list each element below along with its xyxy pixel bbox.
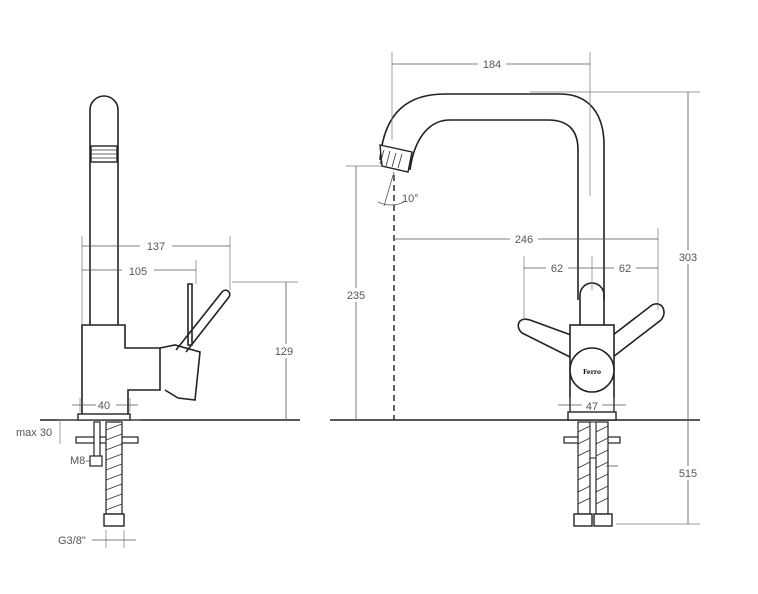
side-body bbox=[81, 324, 161, 417]
front-handle-right bbox=[612, 303, 665, 358]
side-label-g38: G3/8" bbox=[58, 535, 86, 547]
front-dim-246: 246 bbox=[515, 234, 533, 246]
front-base-plate bbox=[567, 411, 617, 421]
side-label-m8: M8 bbox=[70, 455, 85, 467]
side-hose bbox=[105, 421, 123, 515]
front-fitting-left bbox=[573, 513, 593, 527]
front-brand-mark: Ferro bbox=[583, 369, 601, 376]
side-lever bbox=[175, 283, 231, 353]
front-aerator bbox=[379, 144, 413, 173]
front-handle-left bbox=[517, 318, 572, 358]
front-cartridge-cap bbox=[569, 347, 615, 393]
front-hose-left bbox=[577, 421, 591, 515]
front-stud bbox=[589, 421, 597, 459]
front-spout bbox=[379, 93, 605, 300]
side-hose-braid bbox=[105, 423, 123, 511]
front-dim-184: 184 bbox=[483, 59, 501, 71]
side-base-plate bbox=[77, 413, 131, 421]
side-dim-129: 129 bbox=[275, 346, 293, 358]
side-dim-137: 137 bbox=[147, 241, 165, 253]
side-dim-max30: max 30 bbox=[16, 427, 52, 439]
front-fitting-right bbox=[593, 513, 613, 527]
front-view: Ferro 184 303 2 bbox=[330, 52, 702, 527]
side-view: 137 105 129 40 max 30 M8 G3/8" bbox=[16, 95, 300, 548]
front-hose-braid bbox=[577, 425, 609, 505]
front-dim-515: 515 bbox=[679, 468, 697, 480]
front-dim-47: 47 bbox=[586, 401, 598, 413]
side-dim-40: 40 bbox=[98, 400, 110, 412]
side-dim-105: 105 bbox=[129, 266, 147, 278]
side-hose-fitting bbox=[103, 513, 125, 527]
side-spout-tube bbox=[89, 95, 119, 325]
side-stud bbox=[93, 421, 101, 459]
front-dim-62-right: 62 bbox=[619, 263, 631, 275]
side-lever-housing bbox=[159, 344, 201, 401]
front-hose-right bbox=[595, 421, 609, 515]
front-dim-303: 303 bbox=[679, 252, 697, 264]
front-dim-62-left: 62 bbox=[551, 263, 563, 275]
front-dim-235: 235 bbox=[347, 290, 365, 302]
side-nut-m8 bbox=[89, 455, 103, 467]
front-dim-10deg: 10° bbox=[402, 193, 419, 205]
